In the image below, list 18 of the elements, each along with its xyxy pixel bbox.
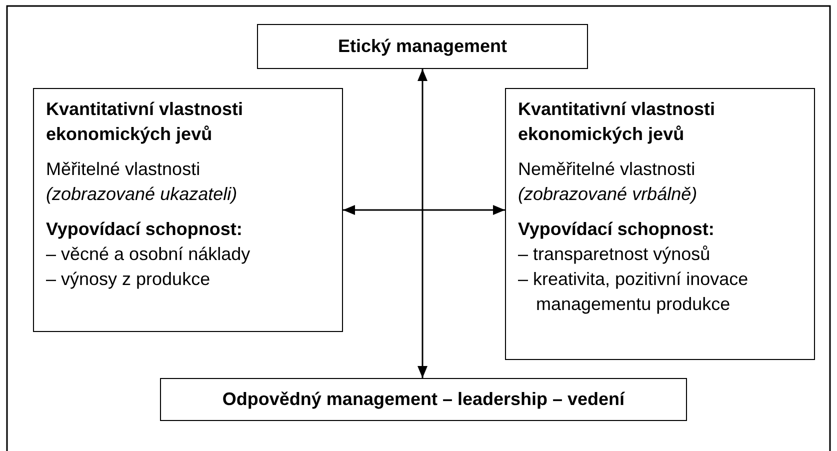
double-arrow (418, 69, 428, 378)
list-item: – věcné a osobní náklady (46, 243, 252, 266)
box-text: Neměřitelné vlastnosti (zobrazované vrbálně) (518, 158, 698, 206)
text-box (505, 88, 815, 360)
box-heading: Kvantitativní vlastnosti ekonomických jevů (518, 98, 716, 146)
list-item: – kreativita, pozitivní inovace managementu produkce (518, 268, 750, 316)
box-subheading: Vypovídací schopnost: (518, 218, 716, 241)
box-heading: Kvantitativní vlastnosti ekonomických jevů (46, 98, 244, 146)
text-box (33, 88, 343, 332)
box-text: Měřitelné vlastnosti (zobrazované ukazateli) (46, 158, 238, 206)
double-arrow (343, 205, 505, 215)
box-subheading: Vypovídací schopnost: (46, 218, 244, 241)
text-box (160, 378, 687, 421)
list-item: – výnosy z produkce (46, 268, 212, 291)
box-heading: Odpovědný management – leadership – vedení (222, 388, 625, 411)
list-item: – transparetnost výnosů (518, 243, 712, 266)
text-box (257, 24, 588, 69)
box-heading: Etický management (338, 35, 508, 58)
